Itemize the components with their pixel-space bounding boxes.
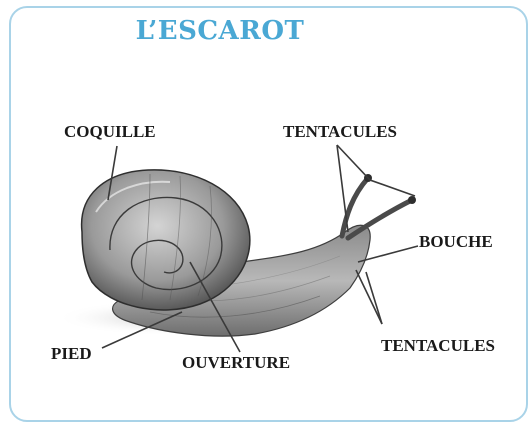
leader-lower-tentacles-a: [356, 270, 382, 324]
label-opening: OUVERTURE: [182, 353, 290, 373]
label-shell: COQUILLE: [64, 122, 156, 142]
leader-lower-tentacles-b: [366, 272, 382, 324]
label-mouth: BOUCHE: [419, 232, 493, 252]
label-foot: PIED: [51, 344, 92, 364]
label-upper-tentacles: TENTACULES: [283, 122, 397, 142]
leader-upper-tentacles: [337, 145, 415, 196]
upper-tentacle-right: [348, 200, 412, 238]
label-lower-tentacles: TENTACULES: [381, 336, 495, 356]
